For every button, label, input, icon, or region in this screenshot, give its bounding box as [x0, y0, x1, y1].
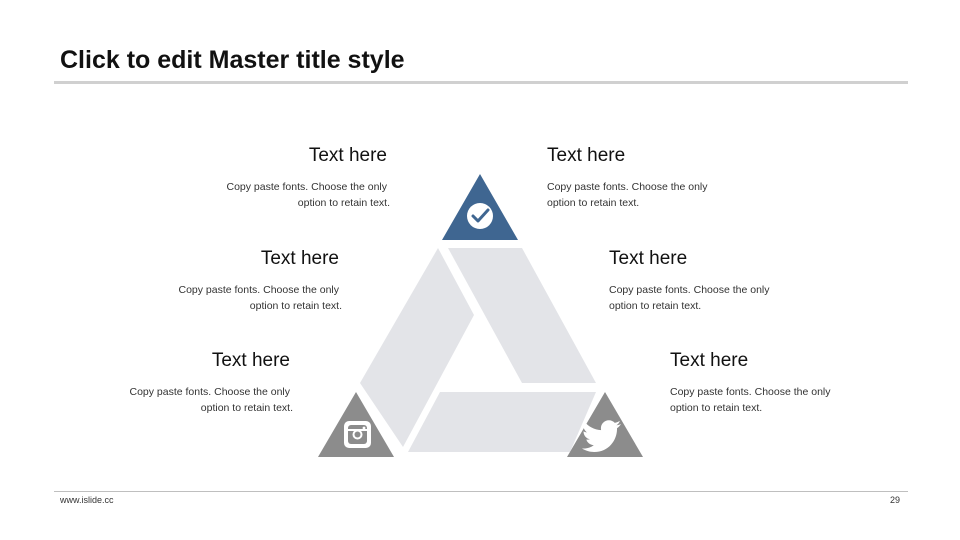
block-body-line: option to retain text. [249, 300, 342, 312]
block-heading: Text here [547, 145, 626, 166]
block-heading: Text here [308, 145, 387, 166]
block-body: Copy paste fonts. Choose the only option… [609, 282, 839, 314]
block-heading: Text here [211, 350, 290, 371]
page-number: 29 [889, 495, 900, 505]
triangle-segment-left [360, 248, 474, 447]
block-body-line: Copy paste fonts. Choose the only [609, 284, 770, 296]
block-body-line: Copy paste fonts. Choose the only [547, 181, 708, 193]
triangle-segment-bottom [408, 392, 596, 452]
text-block-bottom-left: Text here Copy paste fonts. Choose the o… [63, 350, 293, 416]
block-body-line: Copy paste fonts. Choose the only [129, 386, 290, 398]
text-block-middle-left: Text here Copy paste fonts. Choose the o… [112, 248, 342, 314]
block-body: Copy paste fonts. Choose the only option… [670, 384, 900, 416]
text-block-middle-right: Text here Copy paste fonts. Choose the o… [609, 248, 839, 314]
block-body-line: option to retain text. [547, 197, 640, 209]
footer-divider [54, 491, 908, 492]
block-body-line: option to retain text. [670, 402, 763, 414]
block-body-line: Copy paste fonts. Choose the only [226, 181, 387, 193]
triangle-segment-right [448, 248, 596, 383]
title-divider [54, 81, 908, 84]
block-heading: Text here [260, 248, 339, 269]
text-block-bottom-right: Text here Copy paste fonts. Choose the o… [670, 350, 900, 416]
instagram-icon [344, 421, 371, 448]
block-body-line: option to retain text. [297, 197, 390, 209]
twitter-icon [581, 420, 622, 452]
block-body-line: Copy paste fonts. Choose the only [178, 284, 339, 296]
text-block-top-right: Text here Copy paste fonts. Choose the o… [547, 145, 777, 211]
block-heading: Text here [609, 248, 688, 269]
block-heading: Text here [670, 350, 749, 371]
check-icon [467, 203, 493, 229]
block-body-line: option to retain text. [609, 300, 702, 312]
block-body: Copy paste fonts. Choose the only option… [63, 384, 293, 416]
block-body-line: Copy paste fonts. Choose the only [670, 386, 831, 398]
block-body-line: option to retain text. [200, 402, 293, 414]
text-block-top-left: Text here Copy paste fonts. Choose the o… [160, 145, 390, 211]
footer-url: www.islide.cc [60, 495, 114, 505]
slide-title: Click to edit Master title style [60, 46, 405, 74]
block-body: Copy paste fonts. Choose the only option… [160, 179, 390, 211]
block-body: Copy paste fonts. Choose the only option… [112, 282, 342, 314]
block-body: Copy paste fonts. Choose the only option… [547, 179, 777, 211]
